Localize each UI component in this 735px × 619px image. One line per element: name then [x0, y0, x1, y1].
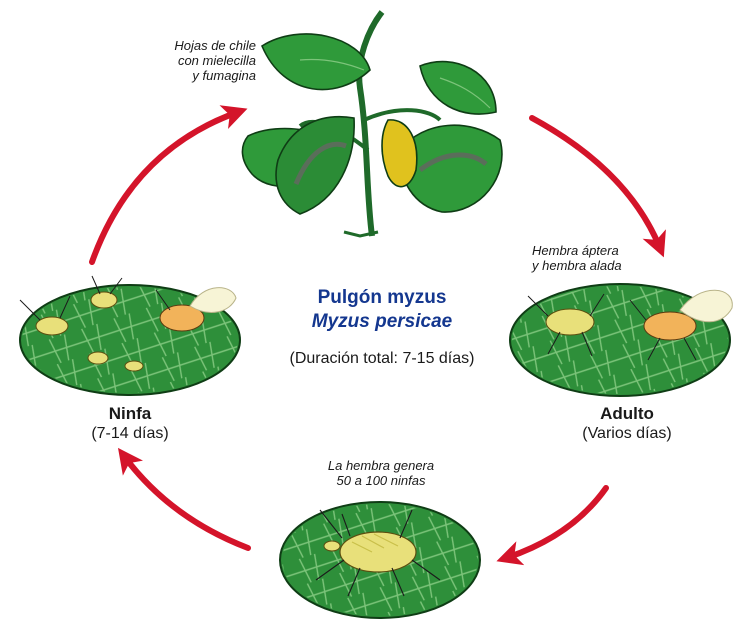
diagram-title-block: Pulgón myzus Myzus persicae — [262, 286, 502, 334]
arrow-nymph-to-plant — [92, 112, 238, 262]
adult-caption-line-2: y hembra alada — [532, 258, 652, 273]
arrow-female-to-nymph — [124, 456, 248, 548]
arrow-plant-to-adult — [532, 118, 660, 248]
female-caption-line-2: 50 a 100 ninfas — [316, 473, 446, 488]
stage-adult: Adulto (Varios días) — [562, 404, 692, 444]
female-caption-line-1: La hembra genera — [316, 458, 446, 473]
scientific-name: Myzus persicae — [262, 310, 502, 334]
arrow-adult-to-female — [506, 488, 606, 558]
plant-caption-line-3: y fumagina — [150, 68, 256, 83]
stage-nymph: Ninfa (7-14 días) — [70, 404, 190, 444]
adult-caption-line-1: Hembra áptera — [532, 243, 652, 258]
adult-leaf-icon — [510, 284, 732, 396]
stage-adult-name: Adulto — [562, 404, 692, 424]
adult-caption: Hembra áptera y hembra alada — [532, 243, 652, 273]
stage-nymph-name: Ninfa — [70, 404, 190, 424]
total-duration: (Duración total: 7-15 días) — [248, 350, 516, 368]
plant-caption-line-1: Hojas de chile — [150, 38, 256, 53]
stage-nymph-duration: (7-14 días) — [70, 424, 190, 444]
female-caption: La hembra genera 50 a 100 ninfas — [316, 458, 446, 488]
plant-caption-line-2: con mielecilla — [150, 53, 256, 68]
diagram-title: Pulgón myzus — [262, 286, 502, 310]
female-leaf-icon — [280, 502, 480, 618]
stage-adult-duration: (Varios días) — [562, 424, 692, 444]
plant-icon — [242, 12, 502, 236]
nymph-leaf-icon — [20, 276, 240, 395]
plant-caption: Hojas de chile con mielecilla y fumagina — [150, 38, 256, 83]
